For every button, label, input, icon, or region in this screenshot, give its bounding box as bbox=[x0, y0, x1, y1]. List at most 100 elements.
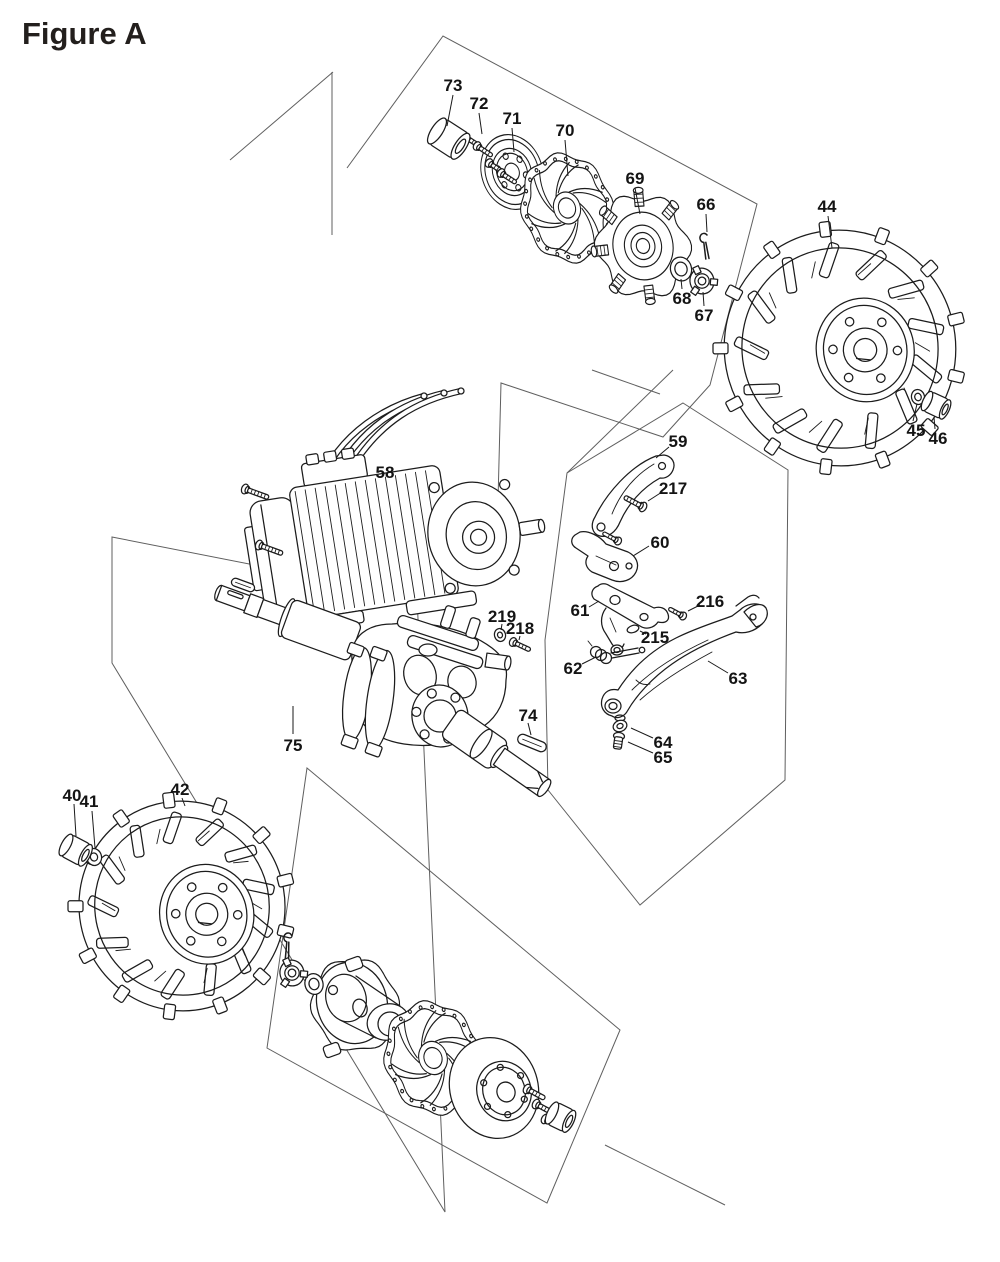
bracket-61-drawing bbox=[591, 583, 670, 656]
part-label-71: 71 bbox=[503, 109, 522, 128]
bracket-60-drawing bbox=[571, 530, 639, 583]
axle-shaft-drawing bbox=[214, 584, 362, 661]
part-label-73: 73 bbox=[444, 76, 463, 95]
part-label-215: 215 bbox=[641, 628, 669, 647]
washer-drawing bbox=[612, 719, 628, 733]
part-label-65: 65 bbox=[654, 748, 673, 767]
part-label-40: 40 bbox=[63, 786, 82, 805]
fastener-drawings bbox=[58, 117, 952, 1133]
part-label-69: 69 bbox=[626, 169, 645, 188]
screw-drawing bbox=[496, 168, 518, 185]
leader-line-41 bbox=[91, 810, 96, 849]
lock-nut-drawing bbox=[689, 265, 719, 297]
part-label-216: 216 bbox=[696, 592, 724, 611]
part-label-74: 74 bbox=[519, 706, 538, 725]
washer-drawing bbox=[910, 388, 926, 406]
leader-line-215 bbox=[639, 630, 647, 635]
screw-drawing bbox=[522, 1083, 546, 1101]
key-74-drawing bbox=[517, 733, 547, 753]
part-drawings bbox=[67, 134, 965, 1139]
part-label-62: 62 bbox=[564, 659, 583, 678]
leader-line-67 bbox=[702, 291, 705, 307]
wheel-hub-drawing bbox=[590, 186, 693, 306]
leader-line-71 bbox=[511, 127, 515, 153]
lever-59-drawing bbox=[591, 454, 675, 538]
lower-flange-disc-drawing bbox=[448, 1037, 540, 1139]
sheet-outline bbox=[266, 767, 621, 1204]
part-label-72: 72 bbox=[470, 94, 489, 113]
screw-drawing bbox=[508, 637, 532, 652]
part-label-219: 219 bbox=[488, 607, 516, 626]
screw-drawing bbox=[254, 539, 284, 556]
leader-line-44 bbox=[827, 215, 833, 249]
screw-drawing bbox=[240, 483, 270, 500]
leader-line-70 bbox=[564, 139, 569, 177]
bolt-65-drawing bbox=[612, 731, 626, 750]
part-label-218: 218 bbox=[506, 619, 534, 638]
leader-line-64 bbox=[630, 727, 654, 739]
screw-drawing bbox=[602, 531, 623, 546]
leader-line-216 bbox=[687, 604, 701, 612]
part-label-68: 68 bbox=[673, 289, 692, 308]
part-label-58: 58 bbox=[376, 463, 395, 482]
washer-drawing bbox=[669, 256, 693, 282]
screw-drawing bbox=[668, 606, 688, 621]
sheet-outline bbox=[544, 402, 789, 906]
leader-line-61 bbox=[588, 600, 600, 608]
part-label-41: 41 bbox=[80, 792, 99, 811]
part-label-66: 66 bbox=[697, 195, 716, 214]
part-label-67: 67 bbox=[695, 306, 714, 325]
leader-line-68 bbox=[680, 278, 683, 290]
part-label-59: 59 bbox=[669, 432, 688, 451]
part-label-42: 42 bbox=[171, 780, 190, 799]
leader-line-219 bbox=[500, 623, 503, 631]
wheel-44-drawing bbox=[712, 220, 965, 476]
sheet-outline bbox=[604, 1144, 726, 1206]
part-label-75: 75 bbox=[284, 736, 303, 755]
leader-line-42 bbox=[181, 797, 186, 807]
leader-line-63 bbox=[707, 660, 729, 674]
leader-line-66 bbox=[705, 213, 708, 233]
part-label-45: 45 bbox=[907, 421, 926, 440]
leader-line-62 bbox=[581, 656, 597, 665]
leader-line-65 bbox=[627, 741, 654, 754]
leader-line-72 bbox=[478, 112, 483, 135]
shaft-key-drawing bbox=[230, 577, 256, 593]
bushing-drawing bbox=[426, 117, 471, 160]
part-label-44: 44 bbox=[818, 197, 837, 216]
lock-nut-drawing bbox=[279, 957, 309, 989]
leader-line-60 bbox=[632, 545, 650, 557]
part-label-64: 64 bbox=[654, 733, 673, 752]
part-label-63: 63 bbox=[729, 669, 748, 688]
leader-line-73 bbox=[446, 94, 454, 127]
leader-line-59 bbox=[655, 446, 670, 459]
sheet-outline bbox=[591, 369, 661, 395]
bushing-drawing bbox=[58, 833, 93, 867]
screw-drawing bbox=[623, 495, 648, 513]
leader-lines bbox=[73, 94, 936, 849]
arm-63-drawing bbox=[600, 594, 768, 722]
wheel-42-drawing bbox=[67, 791, 295, 1021]
gearbox-drawing bbox=[340, 605, 552, 798]
leader-line-46 bbox=[933, 416, 936, 430]
part-label-46: 46 bbox=[929, 429, 948, 448]
part-label-217: 217 bbox=[659, 479, 687, 498]
part-label-60: 60 bbox=[651, 533, 670, 552]
leader-line-45 bbox=[912, 403, 918, 422]
bushing-drawing bbox=[544, 1101, 577, 1133]
leader-line-74 bbox=[527, 722, 532, 736]
bushing-drawing bbox=[920, 390, 952, 420]
washer-drawing bbox=[493, 627, 507, 643]
electric-motor-drawing bbox=[244, 447, 546, 629]
cotter-pin-66-drawing bbox=[699, 232, 710, 260]
screw-drawing bbox=[472, 141, 494, 158]
cotter-pin-lower-drawing bbox=[283, 932, 293, 960]
clip-215-drawing bbox=[626, 624, 640, 634]
part-label-70: 70 bbox=[556, 121, 575, 140]
part-label-61: 61 bbox=[571, 601, 590, 620]
leader-line-40 bbox=[73, 803, 77, 837]
leader-line-218 bbox=[518, 635, 521, 641]
